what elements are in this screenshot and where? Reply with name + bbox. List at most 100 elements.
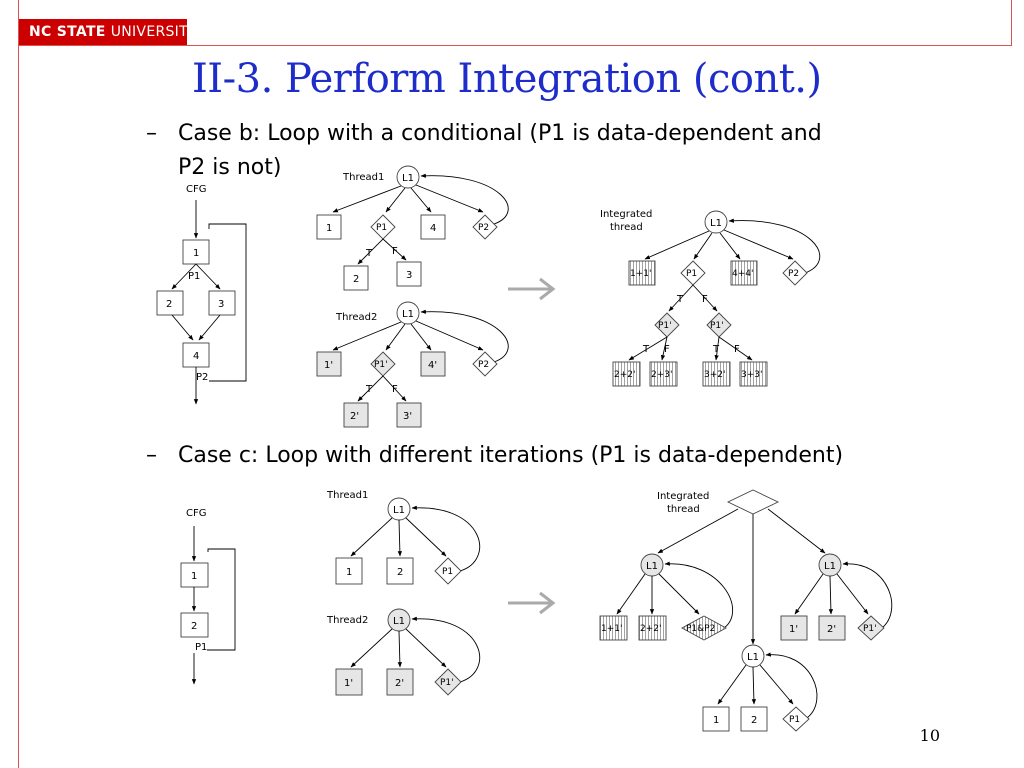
t2-node-1-label: 1' (324, 360, 333, 371)
case-c-big-arrow (508, 591, 556, 615)
cfg-node-3-label: 3 (218, 299, 224, 310)
cfg-node-4-label: 4 (193, 351, 199, 362)
int-c-l1-right-label: L1 (824, 561, 836, 572)
c-t2-node-2-label: 2' (395, 678, 404, 689)
int-c-p1p2-diamond (681, 615, 727, 641)
int-c-edge-root-left (657, 508, 739, 554)
case-c-text: Case c: Loop with different iterations (… (178, 443, 844, 468)
thread2-l1-label: L1 (402, 309, 414, 320)
int-b-edge-l1-11 (644, 230, 710, 260)
int-c-edge-ll-p1p2 (658, 573, 700, 615)
c-t2-node-1-label: 1' (344, 678, 353, 689)
thread1-label: Thread1 (342, 172, 384, 183)
int-b-node-11 (628, 260, 656, 286)
t1-edge-l1-p1 (385, 187, 406, 213)
cfg-node-2-label: 2 (166, 299, 172, 310)
logo-bold-text: NC STATE (29, 24, 106, 40)
cfg-node-3 (208, 290, 236, 316)
c-t2-edge-l1-p1 (405, 628, 447, 668)
right-rule (1011, 0, 1012, 46)
thread2-c-label: Thread2 (326, 615, 368, 626)
t1-node-4-label: 4 (430, 223, 436, 234)
t1-p1-label: P1 (376, 223, 387, 233)
int-b-edge-p1-p1a (668, 284, 694, 312)
t2-p2-diamond (472, 351, 498, 377)
int-b-node-44-label: 4+4' (732, 269, 753, 279)
thread1-l1-node (396, 165, 420, 189)
case-b-big-arrow (508, 277, 556, 301)
int-c-node-2b (740, 706, 768, 732)
int-b-edge-p1b-32 (714, 336, 720, 361)
bullet-dash: – (146, 121, 157, 146)
t2-false-label: F (392, 384, 398, 395)
case-b-thread1: Thread1 L1 1 P1 4 P2 T F 2 3 (316, 165, 509, 291)
cfg-label: CFG (186, 184, 206, 195)
int-b-false-label-2: F (664, 344, 670, 355)
int-b-edge-p1a-22 (628, 336, 668, 361)
int-b-p1b-label: P1' (710, 321, 724, 331)
cfg-node-1 (182, 239, 210, 265)
cfg-p2-label: P2 (196, 372, 208, 383)
t2-p1-label: P1' (374, 360, 388, 370)
cfg-c-label: CFG (186, 508, 206, 519)
slide-title: II-3. Perform Integration (cont.) (192, 56, 822, 102)
c-t2-p1-label: P1' (440, 678, 454, 688)
case-b-integrated: Integrated thread L1 1+1' P1 4+4' P2 T F… (600, 209, 821, 387)
int-c-node-11 (599, 615, 628, 641)
int-b-node-22 (612, 361, 641, 387)
t1-false-label: F (392, 246, 398, 257)
case-b-line2: P2 is not) (178, 155, 282, 180)
c-t1-node-2-label: 2 (397, 567, 403, 578)
integrated-c-label-2: thread (667, 504, 700, 515)
int-c-p1b-diamond (782, 706, 810, 732)
integrated-label-1: Integrated (600, 209, 652, 220)
t1-node-1-label: 1 (326, 223, 332, 234)
page-number: 10 (919, 726, 940, 745)
c-t2-node-2 (386, 668, 414, 696)
int-b-edge-p1b-33 (718, 336, 753, 361)
t2-edge-l1-4 (410, 323, 432, 351)
c-t2-node-1 (335, 668, 363, 696)
int-b-node-23 (649, 361, 678, 387)
int-b-edge-l1-p1 (693, 232, 713, 260)
int-c-edge-rl-1 (794, 573, 824, 615)
int-b-edge-l1-p2 (723, 229, 794, 260)
t1-edge-p1-3 (382, 238, 407, 261)
case-c-thread1: Thread1 L1 1 2 P1 (326, 490, 481, 585)
int-b-edge-l1-44 (719, 232, 741, 260)
t2-true-label: T (365, 384, 373, 395)
int-c-node-22-label: 2+2' (640, 624, 661, 634)
cfg-loop-back-edge (208, 223, 247, 382)
t1-p2-diamond (472, 214, 498, 240)
int-c-p1r-diamond (857, 615, 885, 641)
int-c-p1r-label: P1' (863, 624, 877, 634)
t2-node-2-label: 2' (350, 411, 359, 422)
int-c-node-11-label: 1+1' (601, 624, 622, 634)
int-b-edge-p1-p1b (692, 284, 718, 312)
t2-edge-l1-p1 (385, 323, 406, 351)
left-rule (18, 0, 19, 768)
int-c-p1p2-label: P1&P2 (686, 624, 715, 634)
t2-node-3 (396, 402, 422, 428)
t2-p2-label: P2 (478, 360, 489, 370)
int-c-node-22 (638, 615, 667, 641)
c-t1-edge-l1-p1 (405, 517, 447, 557)
integrated-label-2: thread (610, 222, 643, 233)
int-b-node-44 (730, 260, 758, 286)
int-c-node-1b-label: 1 (713, 715, 719, 726)
t1-node-2-label: 2 (353, 274, 359, 285)
t1-edge-l1-p2 (415, 184, 484, 213)
cfg-node-1-label: 1 (193, 248, 199, 259)
int-c-node-2r-label: 2' (827, 624, 836, 635)
c-t1-edge-l1-2 (397, 519, 403, 557)
c-t1-node-1-label: 1 (346, 567, 352, 578)
int-b-l1-label: L1 (710, 218, 722, 229)
bullet-dash: – (146, 443, 157, 468)
int-c-edge-rl-p1 (836, 573, 869, 615)
thread1-c-label: Thread1 (326, 490, 368, 501)
t2-node-1 (316, 351, 342, 377)
int-c-edge-bl-p1 (759, 664, 794, 705)
t2-edge-l1-1 (332, 321, 402, 351)
